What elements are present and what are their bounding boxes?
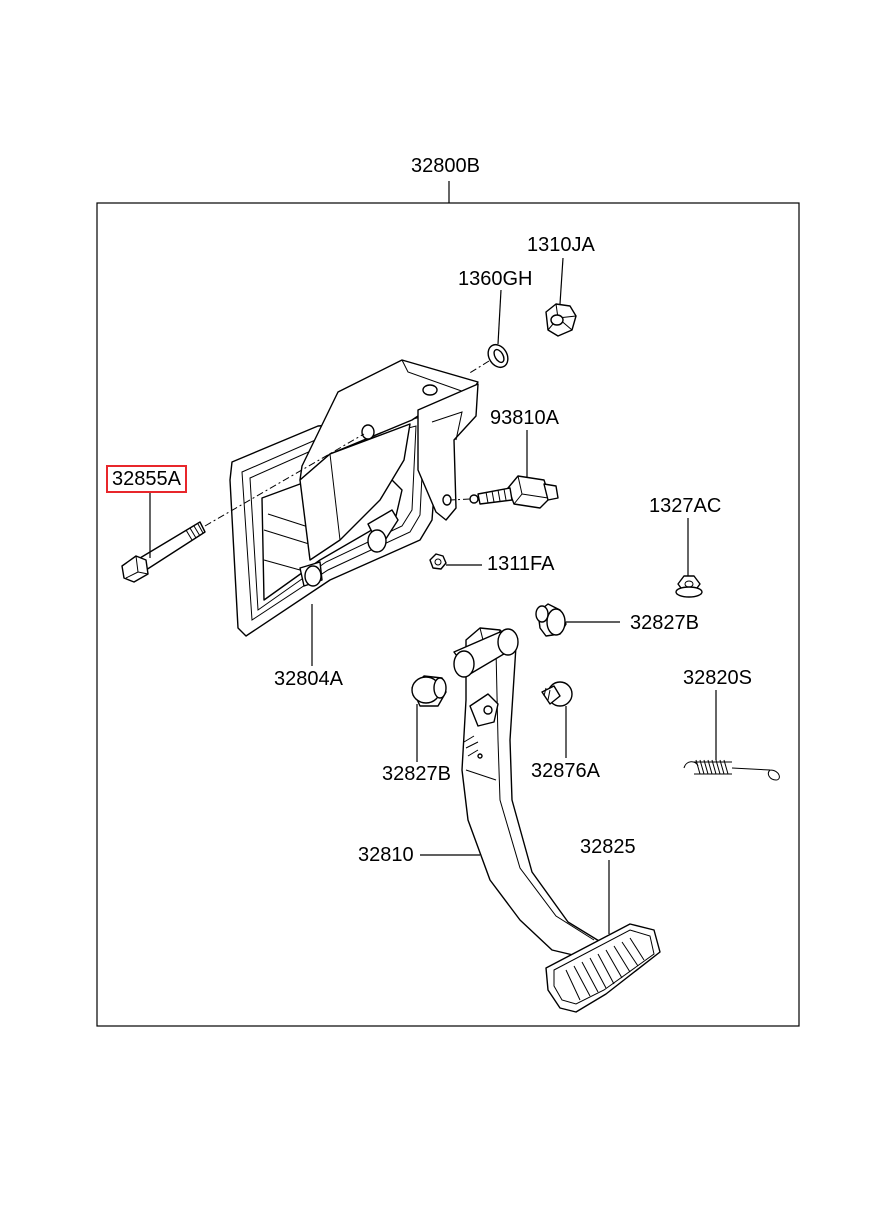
callout-1327AC[interactable]: 1327AC bbox=[649, 495, 722, 517]
washer[interactable] bbox=[484, 341, 512, 371]
flange-nut[interactable] bbox=[675, 575, 703, 598]
pedal-pad[interactable] bbox=[545, 923, 661, 1013]
assembly-frame bbox=[96, 202, 800, 1027]
bolt[interactable] bbox=[121, 521, 206, 583]
bushing-left[interactable] bbox=[411, 675, 447, 707]
small-nut[interactable] bbox=[429, 553, 447, 570]
callout-32804A[interactable]: 32804A bbox=[274, 668, 343, 690]
leader-1310JA bbox=[559, 257, 564, 305]
callout-32855A[interactable]: 32855A bbox=[106, 465, 187, 493]
washer-axis-line bbox=[467, 360, 490, 375]
pedal-bracket[interactable] bbox=[229, 359, 479, 637]
callout-32800B[interactable]: 32800B bbox=[411, 155, 480, 177]
stopper[interactable] bbox=[541, 681, 573, 707]
callout-1360GH[interactable]: 1360GH bbox=[458, 268, 533, 290]
callout-32825[interactable]: 32825 bbox=[580, 836, 636, 858]
callout-32827B-left[interactable]: 32827B bbox=[382, 763, 451, 785]
callout-1311FA[interactable]: 1311FA bbox=[487, 553, 555, 575]
hex-nut-top[interactable] bbox=[545, 303, 577, 337]
stop-lamp-switch[interactable] bbox=[469, 475, 559, 509]
leader-1360GH bbox=[497, 289, 502, 345]
pedal-arm[interactable] bbox=[453, 627, 605, 961]
return-spring[interactable] bbox=[683, 759, 780, 781]
callout-32876A[interactable]: 32876A bbox=[531, 760, 600, 782]
switch-axis-line bbox=[449, 498, 471, 501]
callout-1310JA[interactable]: 1310JA bbox=[527, 234, 595, 256]
callout-32820S[interactable]: 32820S bbox=[683, 667, 752, 689]
callout-93810A[interactable]: 93810A bbox=[490, 407, 559, 429]
bolt-axis-line bbox=[204, 433, 365, 527]
callout-32827B-right[interactable]: 32827B bbox=[630, 612, 699, 634]
callout-32810[interactable]: 32810 bbox=[358, 844, 414, 866]
bushing-right[interactable] bbox=[535, 603, 567, 637]
